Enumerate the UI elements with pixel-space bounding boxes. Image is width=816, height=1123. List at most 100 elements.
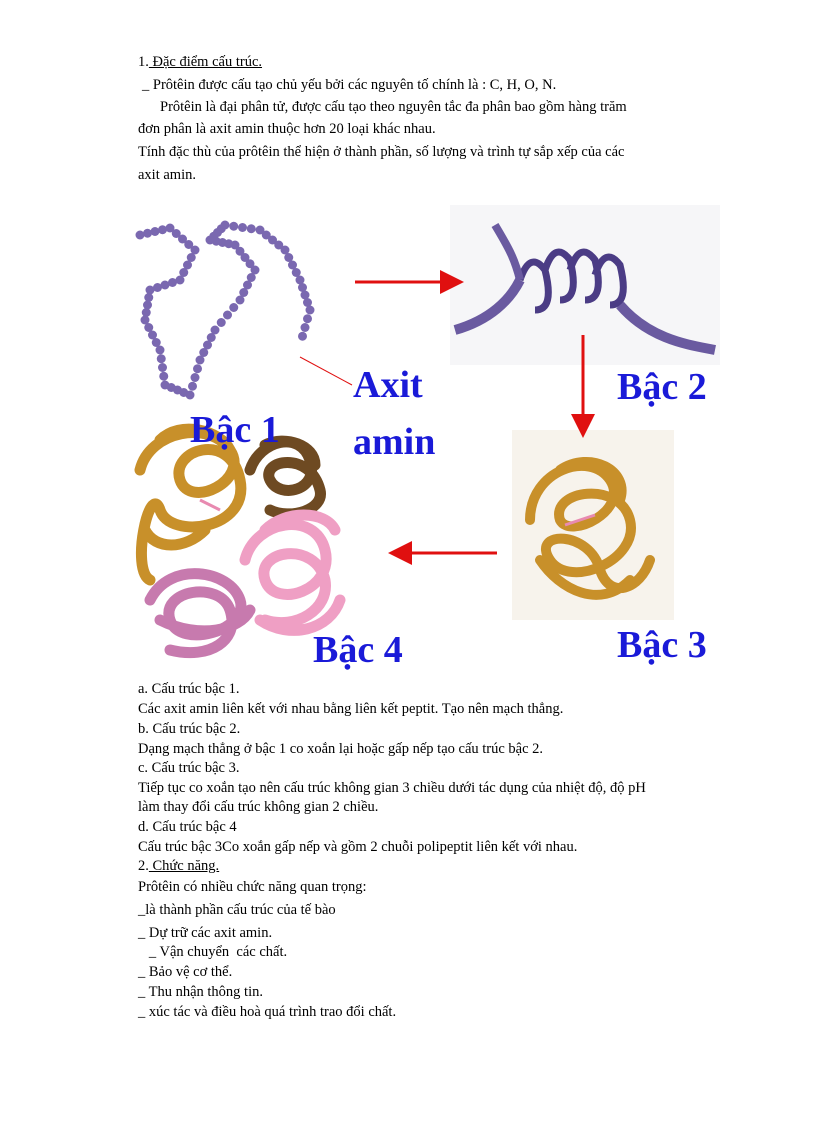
amino-acid-bead [199,348,209,357]
function-item: _ Vận chuyển các chất. [138,944,288,960]
amino-acid-bead [238,223,247,232]
amino-acid-bead [153,283,162,292]
section-title: Đặc điểm cấu trúc. [148,54,263,70]
amino-acid-bead [246,273,256,282]
quaternary-structure-image [134,423,346,659]
paragraph-line: _ Prôtêin được cấu tạo chủ yếu bởi các n… [142,77,557,93]
amino-acid-bead [303,298,312,307]
paragraph-line: axit amin. [138,167,196,183]
function-item: _ Bảo vệ cơ thể. [138,964,233,980]
amino-acid-bead [210,325,220,335]
amino-acid-bead [288,260,297,270]
amino-acid-bead [140,315,150,325]
amino-acid-bead [298,283,307,292]
function-item: _là thành phần cấu trúc của tế bào [138,902,336,918]
section-number: 1. [138,54,149,70]
amino-acid-bead [186,253,196,262]
amino-acid-bead [144,323,154,332]
amino-acid-bead [243,280,252,290]
paragraph-line: đơn phân là axit amin thuộc hơn 20 loại … [138,121,436,137]
amino-acid-bead [220,220,230,230]
pointer-line [299,356,353,386]
amino-acid-bead [268,235,277,245]
label-level2: Bậc 2 [617,366,707,408]
amino-acid-bead [144,293,154,302]
primary-structure-chain-image [135,220,315,400]
amino-acid-bead [300,290,310,300]
amino-acid-bead [143,300,152,310]
amino-acid-bead [305,305,315,315]
section-number: 2. [138,858,149,874]
amino-acid-bead [195,355,205,365]
amino-acid-bead [171,229,181,238]
function-item: _ xúc tác và điều hoà quá trình trao đổi… [138,1004,397,1020]
amino-acid-bead [190,373,200,382]
amino-acid-bead [185,390,195,400]
amino-acid-bead [141,308,151,317]
amino-acid-bead [284,253,294,262]
amino-acid-bead [193,364,202,374]
amino-acid-bead [160,280,170,290]
section-title: Chức năng. [148,858,220,874]
amino-acid-bead [250,265,260,275]
paragraph-line: Prôtêin là đại phân tử, được cấu tạo the… [160,99,627,115]
amino-acid-bead [188,381,197,391]
amino-acid-bead [159,371,169,381]
label-level4: Bậc 4 [313,629,403,671]
function-item: _ Dự trữ các axit amin. [138,925,273,941]
amino-acid-bead [184,240,194,249]
amino-acid-bead [280,245,290,255]
item-heading: d. Cấu trúc bậc 4 [138,819,237,835]
amino-acid-bead [300,323,310,332]
amino-acid-bead [135,230,145,240]
amino-acid-bead [229,303,239,312]
amino-acid-bead [156,354,166,364]
amino-acid-bead [203,340,212,350]
amino-acid-bead [303,314,312,324]
amino-acid-bead [216,318,226,327]
amino-acid-bead [183,260,192,270]
amino-acid-bead [298,331,307,341]
amino-acid-bead [175,275,185,285]
item-text: Tiếp tục co xoắn tạo nên cấu trúc không … [138,780,646,796]
section2-intro: Prôtêin có nhiều chức năng quan trọng: [138,879,367,895]
amino-acid-bead [223,310,232,320]
amino-acid-bead [150,227,160,236]
amino-acid-bead [235,246,245,256]
amino-acid-bead [179,268,189,277]
amino-acid-bead [190,245,200,255]
amino-acid-bead [145,285,155,295]
label-level3: Bậc 3 [617,624,707,666]
amino-acid-bead [240,253,250,262]
item-heading: b. Cấu trúc bậc 2. [138,721,241,737]
item-heading: c. Cấu trúc bậc 3. [138,760,240,776]
item-text: làm thay đổi cấu trúc không gian 2 chiều… [138,799,379,815]
amino-acid-bead [295,275,305,285]
function-item: _ Thu nhận thông tin. [138,984,263,1000]
paragraph-line: Tính đặc thù của prôtêin thể hiện ở thàn… [138,144,625,160]
section1-heading: 1. Đặc điểm cấu trúc. [138,53,262,71]
amino-acid-bead [255,225,265,235]
amino-acid-bead [245,259,255,269]
secondary-structure-helix-image [450,205,720,365]
amino-acid-bead [261,230,271,240]
amino-acid-bead [178,234,187,244]
item-heading: a. Cấu trúc bậc 1. [138,681,240,697]
amino-acid-bead [235,295,245,305]
item-text: Cấu trúc bậc 3Co xoắn gấp nếp và gồm 2 c… [138,839,578,855]
amino-acid-bead [206,333,216,342]
tertiary-structure-image [512,430,674,620]
amino-acid-bead [165,223,175,233]
amino-acid-bead [239,288,249,297]
amino-acid-bead [246,224,256,234]
amino-acid-bead [151,338,161,347]
item-text: Các axit amin liên kết với nhau bằng liê… [138,701,564,717]
label-amino-acid-2: amin [353,421,436,463]
label-level1: Bậc 1 [190,409,280,451]
section2-heading: 2. Chức năng. [138,857,219,875]
amino-acid-bead [229,221,239,231]
amino-acid-bead [148,330,157,340]
amino-acid-bead [168,278,177,287]
amino-acid-bead [158,363,167,372]
